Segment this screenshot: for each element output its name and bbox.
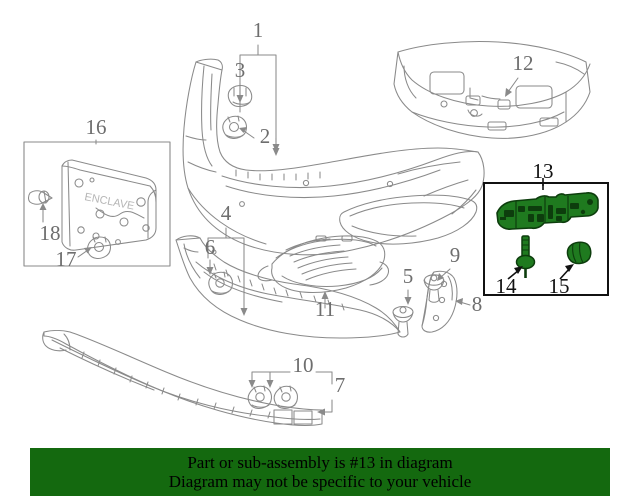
callout-2: 2 <box>260 124 271 148</box>
part-air-deflector <box>42 329 323 426</box>
callout-13: 13 <box>533 159 554 183</box>
banner-line-1: Part or sub-assembly is #13 in diagram <box>187 452 453 472</box>
callout-17: 17 <box>56 247 77 271</box>
banner-line-2: Diagram may not be specific to your vehi… <box>168 472 472 491</box>
part-front-bumper-cover <box>182 58 485 256</box>
part-bracket-screw <box>515 235 536 278</box>
part-retainer-pin <box>423 274 445 303</box>
part-push-pin-fastener <box>392 305 414 338</box>
callout-3: 3 <box>235 58 246 82</box>
callout-1: 1 <box>253 18 264 42</box>
callout-9: 9 <box>450 243 461 267</box>
part-lower-clip <box>208 271 233 295</box>
callout-8: 8 <box>472 292 483 316</box>
callout-numbers: 1 2 3 4 5 6 7 8 9 10 11 12 13 14 15 16 1… <box>40 18 570 397</box>
callout-12: 12 <box>513 51 534 75</box>
part-bumper-mounting-bracket <box>496 192 599 230</box>
part-deflector-clips <box>247 385 298 409</box>
inset-license-plate: ENCLAVE <box>23 141 171 267</box>
callout-18: 18 <box>40 221 61 245</box>
callout-14: 14 <box>496 274 518 298</box>
callout-16: 16 <box>86 115 107 139</box>
part-bumper-impact-bar <box>393 40 591 139</box>
info-banner: Part or sub-assembly is #13 in diagram D… <box>30 448 610 496</box>
callout-7: 7 <box>335 373 346 397</box>
callout-5: 5 <box>403 264 414 288</box>
part-lower-deflector <box>175 235 401 339</box>
callout-10: 10 <box>293 353 314 377</box>
inset-mounting-bracket <box>483 178 609 296</box>
callout-4: 4 <box>221 201 232 225</box>
callout-6: 6 <box>205 235 216 259</box>
part-plate-bracket-bolt <box>27 190 53 205</box>
callout-15: 15 <box>549 274 570 298</box>
part-lower-grille-insert <box>257 235 390 294</box>
part-bumper-cover-clip <box>222 115 247 139</box>
part-bracket-clip <box>566 241 592 265</box>
part-side-support-bracket <box>421 270 458 333</box>
callout-11: 11 <box>315 297 335 321</box>
